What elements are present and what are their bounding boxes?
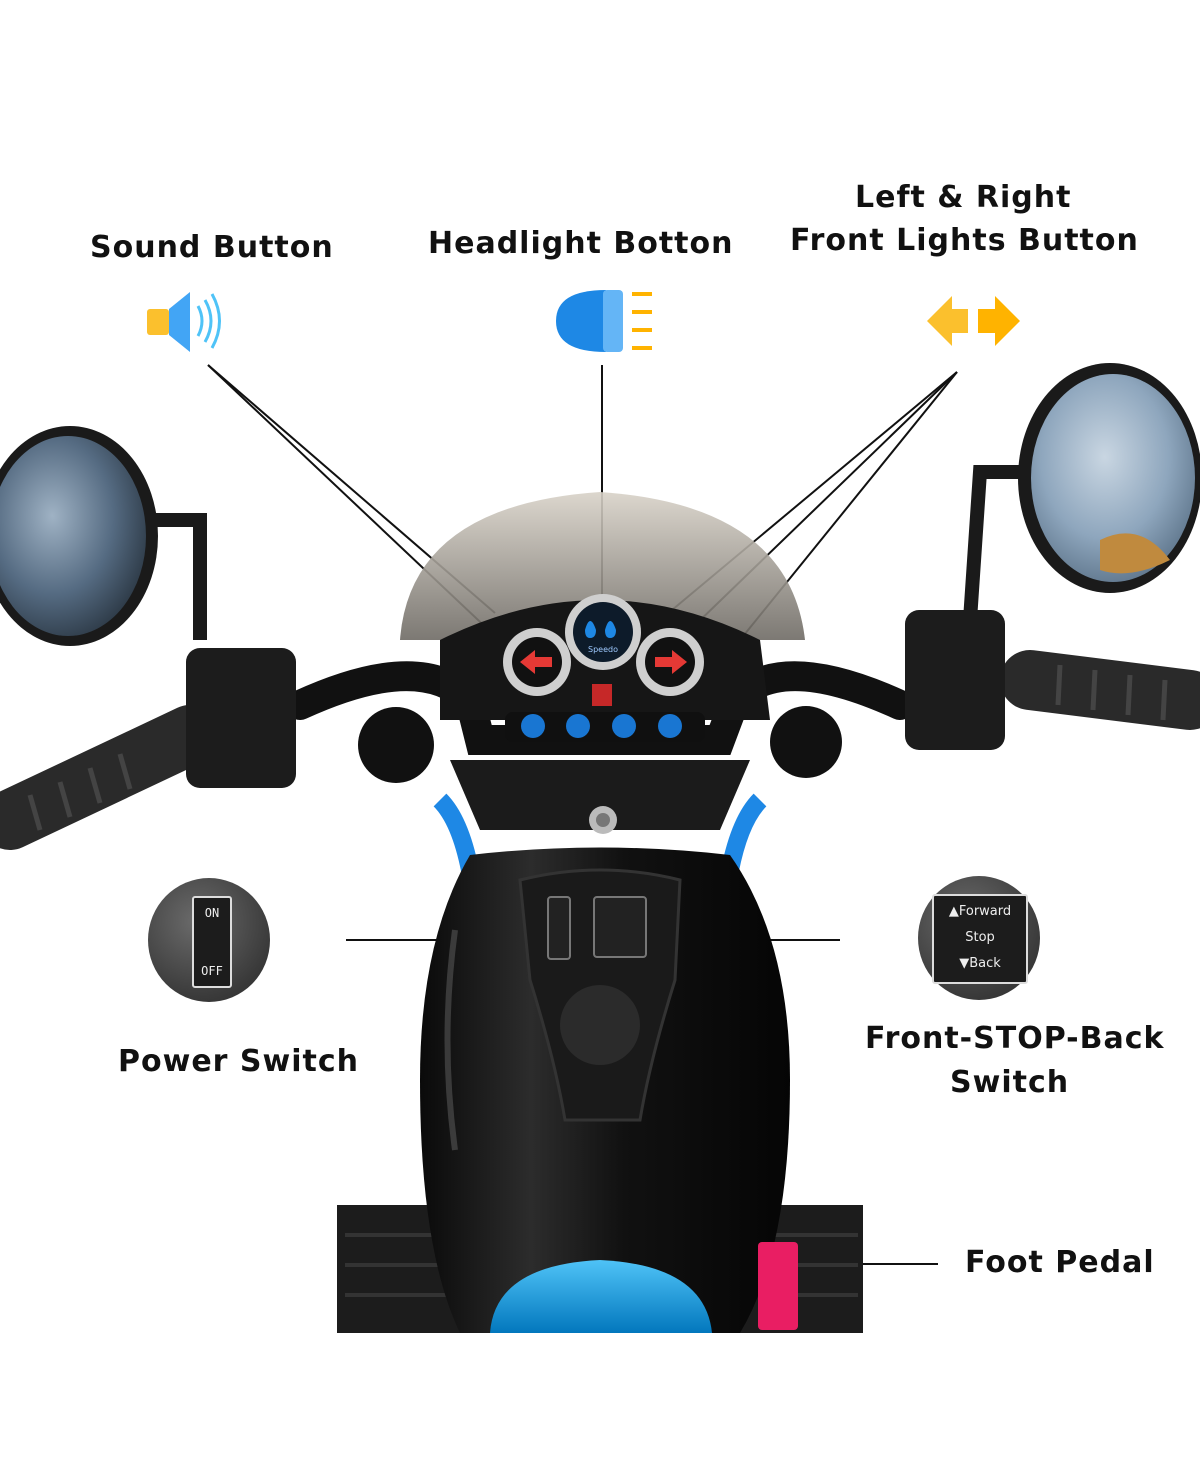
fsb-switch-body: ▲Forward Stop ▼Back	[932, 894, 1028, 984]
power-switch[interactable]	[547, 896, 571, 960]
foot-pedal-label: Foot Pedal	[965, 1245, 1155, 1280]
fsb-back-text: ▼Back	[959, 956, 1001, 971]
fsb-stop-text: Stop	[965, 930, 995, 945]
right-pod	[770, 706, 842, 778]
sound-button-label: Sound Button	[90, 230, 334, 265]
switch-off-text: OFF	[201, 964, 223, 978]
left-light-button[interactable]	[612, 714, 636, 738]
left-right-arrows-icon	[927, 296, 1020, 346]
switch-on-text: ON	[204, 906, 220, 920]
power-switch-body: ON OFF	[192, 896, 232, 988]
fsb-forward-text: ▲Forward	[948, 904, 1012, 919]
dashboard: Speedo	[440, 594, 770, 720]
blue-fender	[490, 1260, 712, 1333]
key-slot	[560, 985, 640, 1065]
foot-pedal[interactable]	[758, 1242, 798, 1330]
front-stop-back-inset: ▲Forward Stop ▼Back	[918, 876, 1040, 1000]
front-stop-back-label-line2: Switch	[950, 1065, 1070, 1100]
front-lights-label-line2: Front Lights Button	[790, 223, 1139, 258]
right-light-button[interactable]	[658, 714, 682, 738]
windshield	[400, 492, 805, 640]
control-plate	[518, 868, 682, 1122]
front-lights-label-line1: Left & Right	[855, 180, 1072, 215]
power-switch-inset: ON OFF	[148, 878, 270, 1002]
right-mirror	[963, 363, 1200, 621]
tank-highlight	[444, 929, 458, 1151]
headlight-button[interactable]	[566, 714, 590, 738]
headlight-icon	[556, 290, 652, 352]
left-pod	[358, 707, 434, 783]
gauge-label: Speedo	[588, 645, 618, 654]
left-mirror	[0, 426, 207, 646]
dash-buttons	[505, 712, 705, 742]
sound-button[interactable]	[521, 714, 545, 738]
front-stop-back-label-line1: Front-STOP-Back	[865, 1021, 1165, 1056]
headlight-button-label: Headlight Botton	[428, 226, 734, 261]
front-stop-back-switch[interactable]	[593, 896, 647, 958]
power-switch-label: Power Switch	[118, 1044, 359, 1079]
speaker-icon	[147, 292, 221, 352]
